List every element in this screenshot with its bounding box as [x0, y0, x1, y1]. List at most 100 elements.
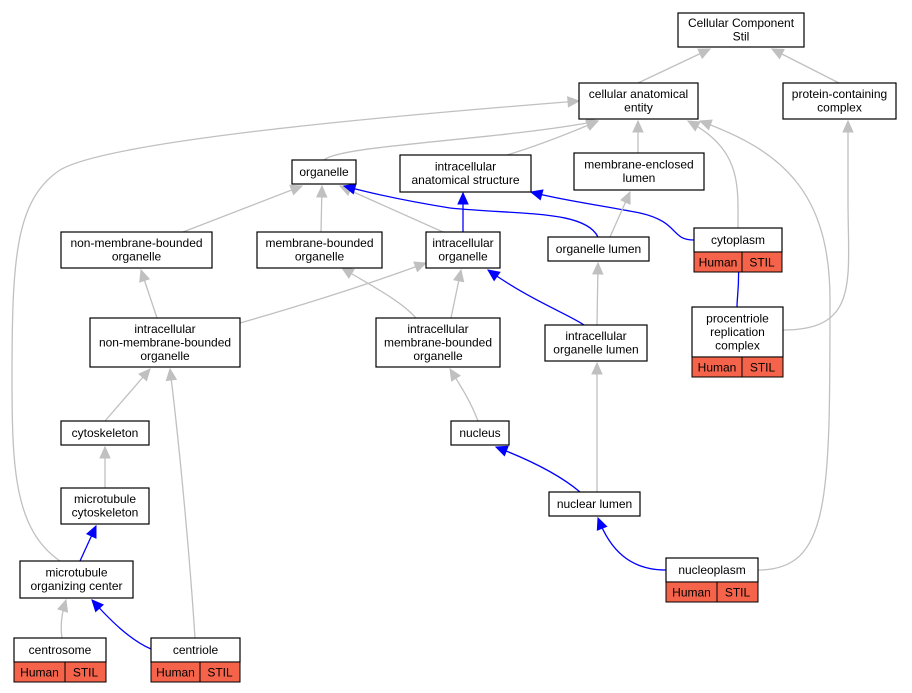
- term-label: microtubule: [45, 566, 107, 580]
- annotation-cell: [64, 661, 107, 683]
- term-label: organizing center: [30, 579, 122, 593]
- edge-is-a: [104, 368, 151, 422]
- term-node-nl[interactable]: nuclear lumen: [548, 491, 641, 517]
- term-label: lumen: [623, 171, 656, 185]
- term-node-inmbo[interactable]: intracellularnon-membrane-boundedorganel…: [89, 317, 241, 368]
- term-label: nucleus: [459, 426, 500, 440]
- annotation-label: Human: [156, 666, 195, 680]
- annotation-label: STIL: [749, 256, 775, 270]
- arrowhead: [91, 599, 105, 613]
- edge-line: [495, 446, 581, 493]
- term-label: Stil: [733, 30, 750, 44]
- edge-is-a: [139, 268, 158, 319]
- edge-part-of: [529, 189, 695, 241]
- arrowhead: [567, 96, 581, 108]
- term-label: complex: [817, 101, 862, 115]
- edge-part-of: [457, 191, 469, 232]
- edge-is-a: [11, 96, 581, 562]
- edge-is-a: [338, 185, 444, 233]
- term-box: [13, 637, 107, 663]
- arrowhead: [620, 190, 631, 205]
- term-box: [578, 82, 699, 120]
- term-box: [677, 12, 805, 48]
- term-box: [548, 491, 641, 517]
- edge-line: [782, 121, 850, 331]
- term-label: organelle: [413, 349, 463, 363]
- term-box: [150, 637, 241, 663]
- annotation-row: Human STIL: [693, 251, 783, 273]
- edge-part-of: [91, 599, 152, 650]
- term-box: [60, 420, 150, 446]
- edge-is-a: [239, 261, 428, 324]
- term-label: organelle: [295, 250, 345, 264]
- annotation-cell: [741, 356, 784, 378]
- term-label: organelle: [299, 165, 349, 179]
- annotation-label: Human: [20, 666, 59, 680]
- edge-is-a: [99, 445, 111, 488]
- term-box: [399, 154, 532, 193]
- edge-is-a: [506, 120, 600, 156]
- edge-line: [11, 100, 580, 562]
- edge-line: [487, 269, 585, 326]
- annotation-label: STIL: [73, 666, 99, 680]
- term-box: [60, 231, 213, 269]
- edge-is-a: [637, 48, 712, 84]
- term-box: [425, 231, 501, 269]
- term-node-cytoskeleton[interactable]: cytoskeleton: [60, 420, 150, 446]
- arrowhead: [529, 189, 544, 201]
- term-label: organelle: [438, 250, 488, 264]
- term-node-organelle[interactable]: organelle: [291, 159, 357, 185]
- arrowhead: [289, 184, 304, 196]
- edge-line: [341, 267, 417, 319]
- annotation-cell: [741, 251, 783, 273]
- annotation-cell: [199, 661, 241, 683]
- term-node-nucleus[interactable]: nucleus: [450, 420, 510, 446]
- term-label: procentriole: [706, 311, 769, 325]
- arrowhead: [770, 48, 785, 60]
- edge-is-a: [609, 190, 631, 238]
- edge-layer: [11, 48, 854, 650]
- term-label: intracellular: [432, 236, 493, 250]
- edge-is-a: [770, 48, 840, 84]
- arrowhead: [413, 261, 428, 273]
- term-box: [450, 420, 510, 446]
- term-label: cellular anatomical: [589, 87, 688, 101]
- term-node-ol[interactable]: organelle lumen: [547, 236, 650, 262]
- edge-part-of: [596, 516, 667, 571]
- arrowhead: [340, 267, 355, 279]
- edge-part-of: [79, 524, 97, 562]
- term-box: [691, 306, 784, 358]
- annotation-label: Human: [699, 256, 738, 270]
- term-label: organelle: [140, 349, 190, 363]
- arrowhead: [585, 120, 600, 131]
- term-label: cytoskeleton: [72, 426, 139, 440]
- arrowhead: [452, 268, 465, 283]
- edge-part-of: [494, 445, 581, 493]
- term-label: entity: [624, 101, 653, 115]
- arrowhead: [457, 191, 469, 205]
- arrowhead: [138, 368, 151, 382]
- edge-is-a: [591, 361, 603, 492]
- term-label: cytoskeleton: [72, 506, 139, 520]
- arrowhead: [697, 48, 712, 60]
- edge-line: [506, 120, 599, 156]
